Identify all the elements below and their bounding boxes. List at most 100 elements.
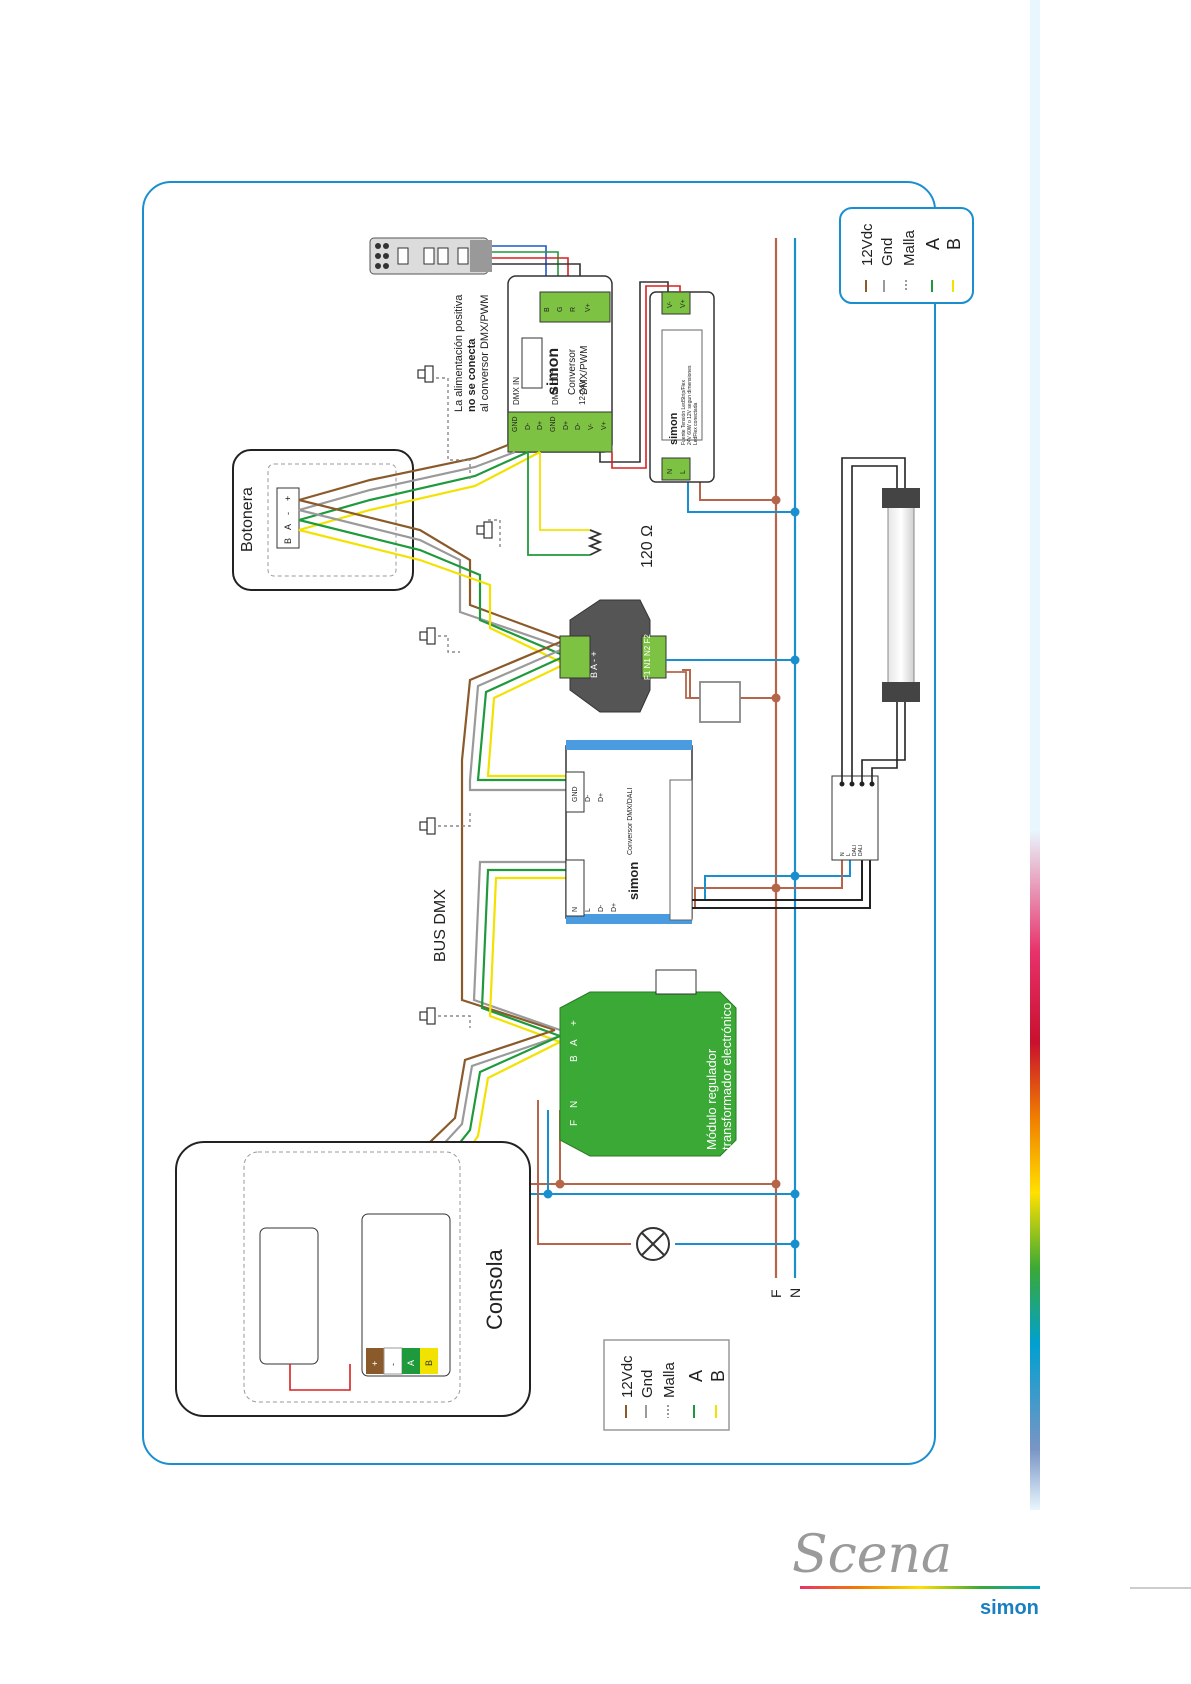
fluorescent-tube <box>882 488 920 702</box>
dmx-pwm-brand: simon <box>545 348 562 395</box>
regulator-terminals: B A + F N <box>569 1020 580 1126</box>
simon-brand: simon <box>980 1597 1039 1619</box>
dmx-out-label: DMX OUT <box>551 368 560 405</box>
svg-text:+: + <box>569 1020 580 1026</box>
legend-bottom: 12Vdc Gnd Malla A B <box>603 1339 730 1431</box>
dali-title: Conversor DMX/DALI <box>627 788 634 855</box>
note-text: no se conecta <box>466 338 478 412</box>
svg-text:R: R <box>570 307 577 312</box>
lamp-icon <box>636 1227 670 1261</box>
svg-text:D-: D- <box>598 904 605 912</box>
svg-text:A: A <box>406 1360 416 1366</box>
svg-text:D+: D+ <box>611 903 618 912</box>
regulator-module <box>559 969 737 1157</box>
regulator-title: Módulo regulador <box>704 1048 719 1150</box>
svg-text:V+: V+ <box>585 303 592 312</box>
consola-power-wires <box>289 1364 351 1391</box>
neutral-label: N <box>787 1288 803 1298</box>
side-color-strip <box>1030 0 1040 1510</box>
note-text: al conversor DMX/PWM <box>479 295 491 412</box>
legend-bottom-label: A <box>686 1370 706 1382</box>
consola-device <box>175 1141 531 1417</box>
svg-text:GND: GND <box>512 416 519 432</box>
ballast-terminals: N L DALI DALI <box>840 845 864 856</box>
svg-text:A: A <box>283 524 293 530</box>
legend-top-label: B <box>944 238 964 250</box>
tube-wires <box>841 457 906 784</box>
connector-icons <box>417 365 493 1025</box>
svg-text:D-: D- <box>525 422 532 430</box>
power-supply-brand: simon <box>668 412 680 445</box>
svg-text:B: B <box>283 538 293 544</box>
svg-text:B: B <box>424 1360 434 1366</box>
mains-lines <box>774 238 797 1278</box>
scena-logo: Scena simon <box>792 1525 1040 1619</box>
legend-top-label: 12Vdc <box>859 223 876 266</box>
legend-bottom-label: B <box>708 1370 728 1382</box>
svg-text:-: - <box>388 1363 398 1366</box>
regulator-title: transformador electrónico <box>719 1003 734 1150</box>
dmx-dali-converter <box>565 740 693 924</box>
dali-ballast <box>831 775 879 861</box>
botonera-title: Botonera <box>239 487 256 552</box>
dmx-module-output <box>666 659 795 723</box>
svg-text:D+: D+ <box>537 421 544 430</box>
dmx-relay-module <box>559 599 667 713</box>
power-in-label: 12-24V <box>578 379 587 405</box>
botonera-device <box>232 449 414 591</box>
dmx-pwm-terminals: GND D- D+ GND D+ D- V- V+ B G R V+ <box>512 303 608 432</box>
svg-text:-: - <box>283 512 293 515</box>
led-power-supply <box>649 291 715 483</box>
power-supply-text: 24V 60W o 12V segun dimensiones <box>687 365 693 445</box>
svg-text:N: N <box>667 469 674 474</box>
dmx-module-terminals: B A - + <box>589 651 599 678</box>
svg-text:GND: GND <box>572 786 579 802</box>
dali-output-wires <box>692 860 871 909</box>
consola-terminals: + - A B <box>370 1360 434 1366</box>
svg-text:V-: V- <box>588 423 595 430</box>
svg-text:+: + <box>283 496 293 501</box>
legend-top-label: Gnd <box>879 238 896 266</box>
botonera-terminals: B A - + <box>283 496 293 544</box>
svg-text:G: G <box>557 307 564 312</box>
power-supply-text: LedFlex conectada <box>693 403 699 445</box>
svg-text:L: L <box>585 908 592 912</box>
svg-text:L: L <box>680 470 687 474</box>
rgb-led-strip <box>369 237 492 275</box>
svg-text:B: B <box>544 307 551 312</box>
terminator-resistor <box>527 452 603 556</box>
legend-bottom-label: 12Vdc <box>619 1355 636 1398</box>
phase-label: F <box>768 1289 784 1298</box>
svg-text:D+: D+ <box>563 421 570 430</box>
svg-text:GND: GND <box>550 416 557 432</box>
dmx-pwm-converter <box>507 275 613 453</box>
svg-text:D-: D- <box>585 794 592 802</box>
svg-text:N: N <box>569 1101 580 1108</box>
svg-text:B: B <box>569 1055 580 1062</box>
svg-text:DALI: DALI <box>852 845 858 856</box>
svg-text:D+: D+ <box>598 793 605 802</box>
svg-text:+: + <box>370 1361 380 1366</box>
diagram-frame <box>142 181 936 1465</box>
consola-title: Consola <box>482 1249 507 1330</box>
power-supply-terminals: N L V- V+ <box>667 299 687 474</box>
legend-bottom-label: Malla <box>661 1361 678 1398</box>
svg-text:D-: D- <box>575 422 582 430</box>
legend-top: 12Vdc Gnd Malla A B <box>839 207 974 304</box>
dmx-pwm-title: Conversor <box>567 348 578 395</box>
shield-connectors <box>430 377 501 1028</box>
dali-brand: simon <box>626 862 641 900</box>
svg-text:DALI: DALI <box>858 845 864 856</box>
legend-bottom-label: Gnd <box>639 1370 656 1398</box>
dali-terminals: N L D- D+ GND D- D+ <box>572 786 618 912</box>
svg-text:A: A <box>569 1039 580 1046</box>
note-text: La alimentación positiva <box>453 294 465 412</box>
svg-text:V+: V+ <box>680 299 687 308</box>
psu-to-converter-wires <box>599 281 681 469</box>
legend-top-label: Malla <box>901 229 918 266</box>
dmx-module-terminals: F1 N1 N2 F2 <box>643 634 652 680</box>
bus-dmx-label: BUS DMX <box>432 889 449 962</box>
svg-text:N: N <box>840 852 846 856</box>
scena-script: Scena <box>792 1525 952 1585</box>
